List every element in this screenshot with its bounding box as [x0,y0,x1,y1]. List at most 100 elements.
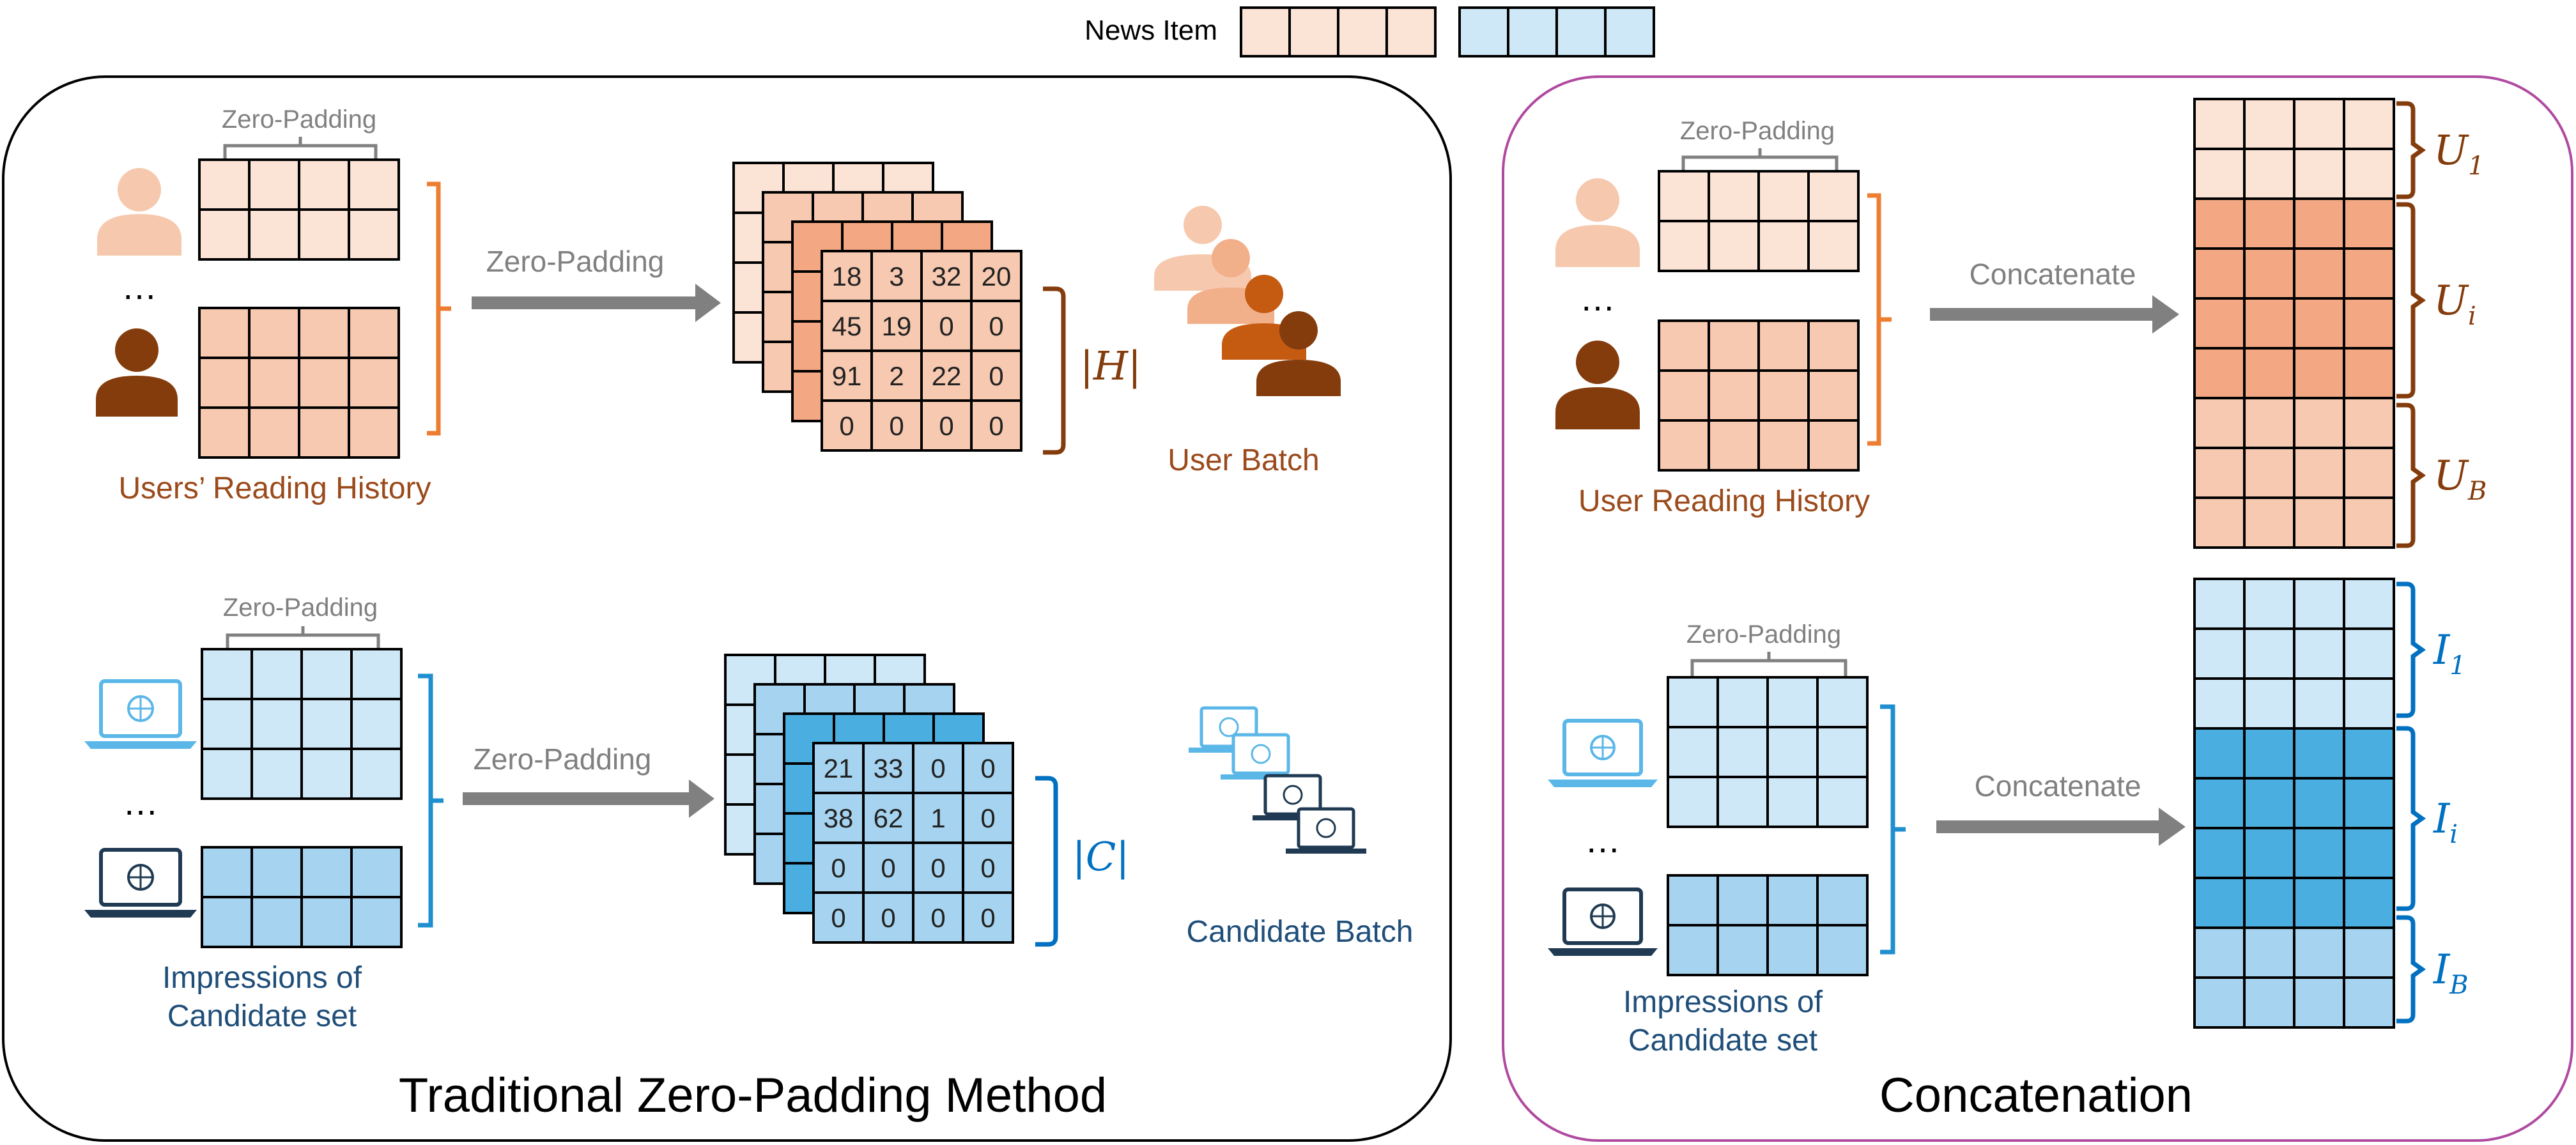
r-u-concat-row4-cell [2243,297,2295,350]
l-c-stack-layer3-cell [962,841,1014,894]
l-c-stack-value: 0 [831,903,845,933]
legend: News Item [1084,6,1655,58]
r-u-concat-row6-cell [2343,397,2395,449]
r-c-concat-row3-cell [2293,727,2345,780]
r-c-concat-row0-cell [2343,578,2395,630]
right-cand-caption-line2: Candidate set [1628,1024,1817,1057]
right-cand-caption-line1: Impressions of [1623,985,1823,1019]
r-c-grid1-cell [1816,676,1869,728]
right-cand-arrow-label: Concatenate [1975,769,2141,803]
r-c-concat-row6-cell [2193,877,2246,929]
l-u-stack-layer3-cell [870,399,923,452]
l-c-grid1-cell [251,698,303,750]
legend-news-item-blue [1458,6,1655,58]
left-user-size-label: |H| [1080,342,1141,389]
r-u-concat-row2-cell [2243,197,2295,250]
r-u-concat-row0-cell [2243,98,2295,150]
left-cand-caption-line1: Impressions of [162,961,362,995]
r-u-group-label-base: U [2433,277,2469,325]
r-c-concat-row3-cell [2343,727,2395,780]
r-u-group-label: Ui [2433,277,2476,331]
r-c-group-label: IB [2433,946,2469,1000]
l-c-stack-layer3-cell [962,792,1014,844]
l-c-stack-value: 0 [930,753,945,783]
l-u-grid1-cell [298,208,350,261]
r-c-grid1-cell [1766,726,1819,778]
r-c-concat-row0-cell [2293,578,2345,630]
r-c-grid2-cell [1766,924,1819,976]
l-u-stack-layer3-cell [970,350,1022,402]
r-c-concat-row6-cell [2343,877,2395,929]
r-c-concat-row8-cell [2193,976,2246,1029]
r-c-concat-row4-cell [2243,777,2295,829]
r-u-group-label-sub: B [2467,477,2487,506]
r-c-grid1-cell [1766,676,1819,728]
r-u-group-label-base: U [2433,452,2469,500]
left-user-arrow [472,284,721,322]
legend-orange-cell [1385,6,1437,58]
l-c-grid2-cell [300,896,353,948]
l-u-stack-value: 22 [932,361,962,391]
l-u-stack-value: 19 [882,311,912,341]
r-u-concat-row4-cell [2343,297,2395,350]
r-u-grid1-cell [1757,170,1810,222]
r-u-group-label-sub: 1 [2468,151,2484,181]
r-c-concat-row0-cell [2243,578,2295,630]
r-c-group-label-base: I [2433,627,2451,674]
r-c-group-brace [2396,726,2426,911]
left-user-history-grid-2 [198,307,400,459]
r-u-concat-row5-cell [2343,347,2395,399]
left-cand-bracket [418,673,443,928]
left-candidate-grid-1 [201,648,403,800]
l-u-stack-value: 20 [982,261,1012,291]
l-u-grid1-cell [248,208,300,261]
r-c-concat-row7-cell [2243,926,2295,979]
l-c-grid1-cell [350,698,403,750]
l-c-stack-value: 62 [874,803,904,833]
r-c-grid1-cell [1667,676,1719,728]
l-u-grid1-cell [248,158,300,211]
r-u-group-brace [2396,202,2426,399]
l-c-stack-layer3-cell [812,841,865,894]
r-u-grid2-cell [1708,369,1760,422]
l-u-stack-value: 2 [889,361,904,391]
r-u-concat-row7-cell [2343,447,2395,499]
r-c-concat-row5-cell [2193,827,2246,879]
r-u-concat-row8-cell [2193,496,2246,549]
l-c-stack-value: 38 [824,803,854,833]
user-batch-caption: User Batch [1168,443,1319,477]
r-u-grid1-cell [1658,170,1710,222]
right-user-arrow-label: Concatenate [1970,257,2136,291]
r-u-concat-row2-cell [2343,197,2395,250]
r-u-concat-row3-cell [2243,247,2295,300]
left-cand-size-brace [1035,776,1058,947]
right-panel-title: Concatenation [1879,1068,2193,1123]
right-user-section: Zero-Padding … User Reading History Conc… [1555,98,2487,549]
r-c-group-label-sub: 1 [2449,651,2465,680]
left-user-size-brace [1043,286,1066,455]
candidate-batch-caption: Candidate Batch [1187,915,1414,949]
r-u-grid2-cell [1807,319,1860,372]
l-c-grid1-cell [350,648,403,700]
left-user-caption: Users’ Reading History [118,472,431,505]
left-user-arrow-label: Zero-Padding [486,245,665,278]
user-batch-icon [1154,206,1341,396]
legend-label: News Item [1084,15,1217,46]
l-u-stack-value: 45 [832,311,862,341]
l-c-grid1-cell [350,748,403,800]
l-c-grid2-cell [350,846,403,898]
r-u-concat-row3-cell [2343,247,2395,300]
l-c-grid2-cell [251,896,303,948]
r-c-concat-row5-cell [2293,827,2345,879]
left-user-padding-brace [223,137,378,161]
r-u-concat-row0-cell [2293,98,2345,150]
l-u-grid2-cell [198,406,251,459]
r-u-group-label: UB [2433,452,2487,506]
r-c-concat-row7-cell [2193,926,2246,979]
r-u-grid2-cell [1658,319,1710,372]
r-u-concat-row5-cell [2243,347,2295,399]
r-u-group-label-sub: i [2468,302,2476,331]
r-u-concat-row4-cell [2293,297,2345,350]
l-u-grid1-cell [348,208,400,261]
